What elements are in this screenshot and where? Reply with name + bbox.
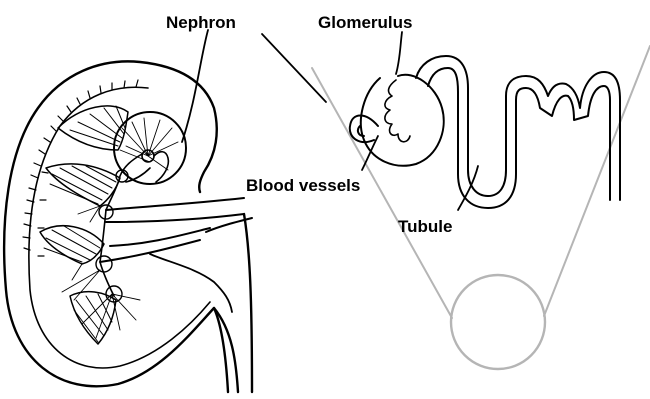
nephron-pointer-right <box>262 34 326 102</box>
label-tubule: Tubule <box>398 217 452 236</box>
enlarged-tubule-inner <box>428 68 610 208</box>
renal-vessels <box>100 198 252 262</box>
glomerulus-pointer <box>396 32 402 74</box>
ureter <box>214 214 252 392</box>
calyx-node <box>96 256 112 272</box>
magnifier-focus-circle <box>451 275 545 369</box>
label-nephron: Nephron <box>166 13 236 32</box>
interlobar-vessels <box>100 154 150 296</box>
enlarged-nephron <box>350 56 620 208</box>
label-glomerulus: Glomerulus <box>318 13 412 32</box>
capillary-tuft <box>385 80 410 142</box>
nephron-pointer <box>182 30 208 142</box>
kidney <box>4 61 252 392</box>
kidney-outer-capsule <box>4 61 238 392</box>
small-tubule <box>154 152 168 182</box>
magnifier-right-edge <box>544 46 650 316</box>
label-blood-vessels: Blood vessels <box>246 176 360 195</box>
enlarged-tubule <box>416 56 620 200</box>
renal-pelvis <box>150 254 232 312</box>
nephron-highlight-circle <box>114 112 186 184</box>
